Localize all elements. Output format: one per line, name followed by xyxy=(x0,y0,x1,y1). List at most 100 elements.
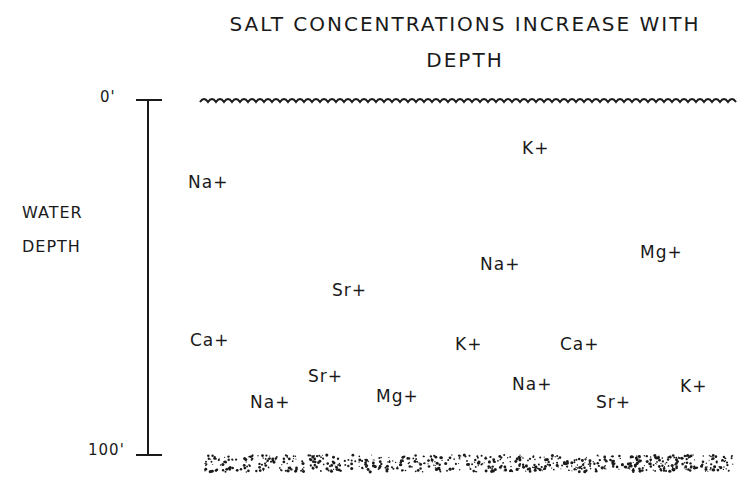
sediment-grain xyxy=(415,470,417,472)
sediment-grain xyxy=(490,470,493,473)
sediment-grain xyxy=(251,458,253,460)
sediment-grain xyxy=(350,462,353,465)
sediment-grain xyxy=(411,466,413,468)
sediment-grain xyxy=(262,468,265,471)
sediment-grain xyxy=(516,457,519,460)
sediment-grain xyxy=(665,470,667,472)
sediment-grain xyxy=(261,454,264,457)
sediment-grain xyxy=(653,464,655,466)
sediment-grain xyxy=(316,455,318,457)
sediment-grain xyxy=(224,471,226,473)
sediment-grain xyxy=(581,468,583,470)
sediment-grain xyxy=(535,466,537,468)
sediment-grain xyxy=(276,456,278,458)
sediment-grain xyxy=(576,467,577,468)
sediment-grain xyxy=(584,462,585,463)
sediment-grain xyxy=(380,457,382,459)
sediment-grain xyxy=(627,463,630,466)
sediment-grain xyxy=(692,454,693,455)
sediment-grain xyxy=(728,470,730,472)
sediment-grain xyxy=(392,460,393,461)
sediment-grain xyxy=(449,468,452,471)
sediment-grain xyxy=(207,454,210,457)
sediment-grain xyxy=(681,463,684,466)
sediment-grain xyxy=(646,469,648,471)
sediment-grain xyxy=(654,470,656,472)
sediment-grain xyxy=(220,464,222,466)
sediment-grain xyxy=(205,461,207,463)
sediment-grain xyxy=(463,454,466,457)
sediment-grain xyxy=(372,462,375,465)
sediment-grain xyxy=(414,454,417,457)
sediment-grain xyxy=(690,465,693,468)
sediment-grain xyxy=(571,466,572,467)
sediment-grain xyxy=(726,461,728,463)
sediment-grain xyxy=(492,465,494,467)
sediment-grain xyxy=(289,467,292,470)
wave-line xyxy=(200,99,736,102)
sediment-grain xyxy=(712,454,715,457)
sediment-grain xyxy=(667,458,670,461)
sediment-grain xyxy=(646,460,649,463)
sediment-grain xyxy=(543,467,546,470)
sediment-grain xyxy=(318,455,320,457)
sediment-grain xyxy=(586,457,587,458)
sediment-grain xyxy=(519,457,521,459)
sediment-grain xyxy=(618,455,621,458)
sediment-grain xyxy=(216,470,217,471)
sediment-grain xyxy=(281,469,283,471)
sediment-grain xyxy=(636,459,639,462)
sediment-grain xyxy=(332,461,334,463)
sediment-grain xyxy=(633,462,634,463)
sediment-grain xyxy=(255,470,257,472)
sediment-grain xyxy=(653,470,654,471)
sediment-grain xyxy=(288,457,291,460)
sediment-grain xyxy=(225,461,227,463)
sediment-grain xyxy=(661,465,663,467)
sediment-grain xyxy=(527,459,529,461)
sediment-grain xyxy=(503,465,506,468)
sediment-grain xyxy=(419,462,420,463)
sediment-grain xyxy=(444,462,447,465)
sediment-grain xyxy=(379,465,382,468)
sediment-grain xyxy=(705,471,706,472)
sediment-grain xyxy=(358,456,360,458)
sediment-grain xyxy=(593,461,594,462)
sediment-grain xyxy=(384,467,386,469)
sediment-grain xyxy=(548,464,551,467)
sediment-grain xyxy=(487,465,490,468)
sediment-grain xyxy=(451,454,452,455)
sediment-grain xyxy=(533,467,534,468)
sediment-grain xyxy=(709,469,710,470)
depth-scale-line xyxy=(147,100,149,455)
sediment-grain xyxy=(228,468,231,471)
sediment-grain xyxy=(522,457,524,459)
sediment-grain xyxy=(685,469,686,470)
sediment-grain xyxy=(422,471,424,473)
sediment-grain xyxy=(424,462,426,464)
sediment-grain xyxy=(731,457,733,459)
sediment-grain xyxy=(529,458,531,460)
sediment-grain xyxy=(538,468,540,470)
sediment-grain xyxy=(259,469,262,472)
sediment-grain xyxy=(672,468,675,471)
sediment-grain xyxy=(326,462,329,465)
sediment-grain xyxy=(544,468,546,470)
axis-label: WATER DEPTH xyxy=(22,196,132,264)
sediment-grain xyxy=(212,464,213,465)
sediment-grain xyxy=(371,455,372,456)
sediment-grain xyxy=(577,464,578,465)
sediment-grain xyxy=(715,455,718,458)
sediment-grain xyxy=(466,460,468,462)
sediment-grain xyxy=(293,458,294,459)
sediment-grain xyxy=(312,467,315,470)
sediment-grain xyxy=(320,470,322,472)
sediment-grain xyxy=(368,461,369,462)
sediment-grain xyxy=(231,459,233,461)
sediment-grain xyxy=(726,468,727,469)
sediment-grain xyxy=(632,456,633,457)
sediment-grain xyxy=(519,463,521,465)
sediment-grain xyxy=(663,469,666,472)
sediment-grain xyxy=(638,455,641,458)
sediment-grain xyxy=(541,466,543,468)
